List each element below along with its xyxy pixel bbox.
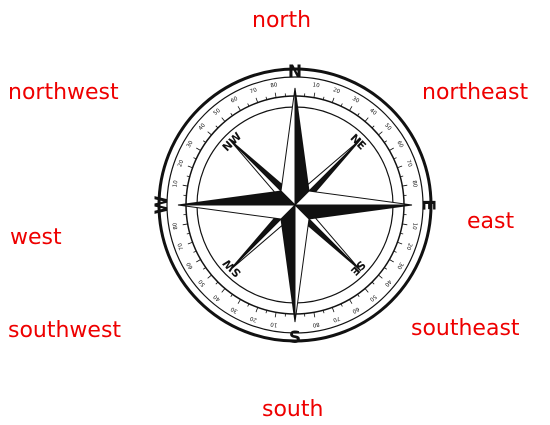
label-southwest: southwest	[8, 320, 121, 342]
degree-tick-label: 70	[332, 315, 341, 323]
degree-tick-label: 70	[249, 87, 258, 95]
degree-tick	[222, 118, 225, 122]
degree-tick	[183, 224, 188, 225]
degree-tick-label: 20	[405, 242, 413, 251]
star-point-e	[295, 191, 412, 205]
degree-tick	[332, 98, 334, 103]
degree-tick	[332, 307, 334, 312]
degree-tick	[350, 106, 353, 110]
degree-tick	[358, 113, 360, 115]
degree-tick	[222, 288, 225, 292]
degree-tick-label: 70	[177, 242, 185, 251]
degree-tick-label: 60	[395, 140, 404, 149]
degree-tick	[188, 166, 193, 168]
degree-tick-label: 80	[270, 82, 278, 89]
cardinal-w: W	[152, 195, 172, 214]
star-point-w-shade	[178, 191, 295, 205]
degree-tick	[196, 148, 200, 151]
degree-tick-label: 10	[312, 82, 320, 89]
label-northwest: northwest	[8, 82, 119, 104]
degree-tick-label: 40	[198, 122, 207, 132]
degree-tick-label: 60	[186, 261, 195, 270]
degree-tick	[256, 98, 258, 103]
degree-tick	[188, 242, 193, 244]
degree-tick-label: 30	[351, 96, 360, 105]
degree-tick	[372, 126, 374, 128]
star-point-w	[178, 205, 295, 219]
degree-tick	[208, 132, 212, 135]
degree-tick	[384, 268, 386, 270]
degree-tick-label: 50	[197, 278, 206, 288]
degree-tick-label: 60	[351, 305, 360, 314]
cardinal-s: S	[289, 328, 301, 348]
degree-tick	[365, 118, 368, 122]
degree-tick	[365, 288, 368, 292]
degree-tick	[378, 275, 382, 278]
degree-tick	[203, 141, 205, 143]
star-point-s-shade	[281, 205, 295, 322]
degree-tick	[378, 132, 382, 135]
degree-tick	[358, 294, 360, 296]
degree-tick	[350, 299, 353, 303]
degree-tick	[397, 166, 402, 168]
degree-tick	[275, 312, 276, 317]
degree-tick	[389, 260, 393, 263]
label-west: west	[10, 227, 62, 249]
degree-tick	[275, 93, 276, 98]
degree-tick-label: 20	[332, 87, 341, 95]
degree-tick	[183, 185, 188, 186]
degree-tick-label: 10	[172, 180, 179, 188]
star-point-n	[281, 88, 295, 205]
degree-tick	[208, 275, 212, 278]
degree-tick	[402, 185, 407, 186]
degree-tick	[196, 260, 200, 263]
degree-tick-label: 80	[411, 180, 418, 188]
degree-tick	[231, 294, 233, 296]
cardinal-n: N	[288, 62, 302, 82]
degree-tick-label: 40	[212, 293, 222, 302]
label-east: east	[467, 211, 514, 233]
degree-tick	[384, 141, 386, 143]
degree-tick-label: 20	[177, 159, 185, 168]
degree-tick	[372, 282, 374, 284]
degree-tick	[238, 106, 241, 110]
degree-tick	[314, 93, 315, 98]
degree-tick	[402, 224, 407, 225]
degree-tick-label: 10	[411, 222, 418, 230]
degree-tick	[256, 307, 258, 312]
degree-tick	[238, 299, 241, 303]
degree-tick-label: 40	[383, 278, 392, 288]
degree-tick	[314, 312, 315, 317]
degree-tick	[389, 148, 393, 151]
degree-tick-label: 40	[368, 108, 378, 117]
degree-tick-label: 50	[213, 107, 223, 116]
degree-tick-label: 50	[383, 123, 392, 133]
degree-tick	[203, 268, 205, 270]
degree-tick-label: 80	[312, 321, 320, 328]
degree-tick-label: 80	[172, 222, 179, 230]
star-point-n-shade	[295, 88, 309, 205]
degree-tick	[231, 113, 233, 115]
star-point-s	[295, 205, 309, 322]
degree-tick	[216, 126, 218, 128]
degree-tick-label: 70	[405, 159, 413, 168]
degree-tick	[216, 282, 218, 284]
degree-tick-label: 50	[368, 293, 378, 302]
degree-tick-label: 30	[186, 140, 195, 149]
degree-tick-label: 60	[230, 96, 239, 105]
degree-tick-label: 30	[230, 305, 239, 314]
label-south: south	[262, 399, 323, 421]
degree-tick-label: 20	[249, 315, 258, 323]
degree-tick-label: 30	[395, 261, 404, 270]
cardinal-e: E	[418, 199, 438, 211]
degree-tick-label: 10	[270, 321, 278, 328]
label-north: north	[252, 10, 311, 32]
star-main-points	[178, 88, 412, 322]
star-point-e-shade	[295, 205, 412, 219]
degree-tick	[397, 242, 402, 244]
compass-rose: 1020304050607080102030405060708010203040…	[150, 60, 440, 350]
